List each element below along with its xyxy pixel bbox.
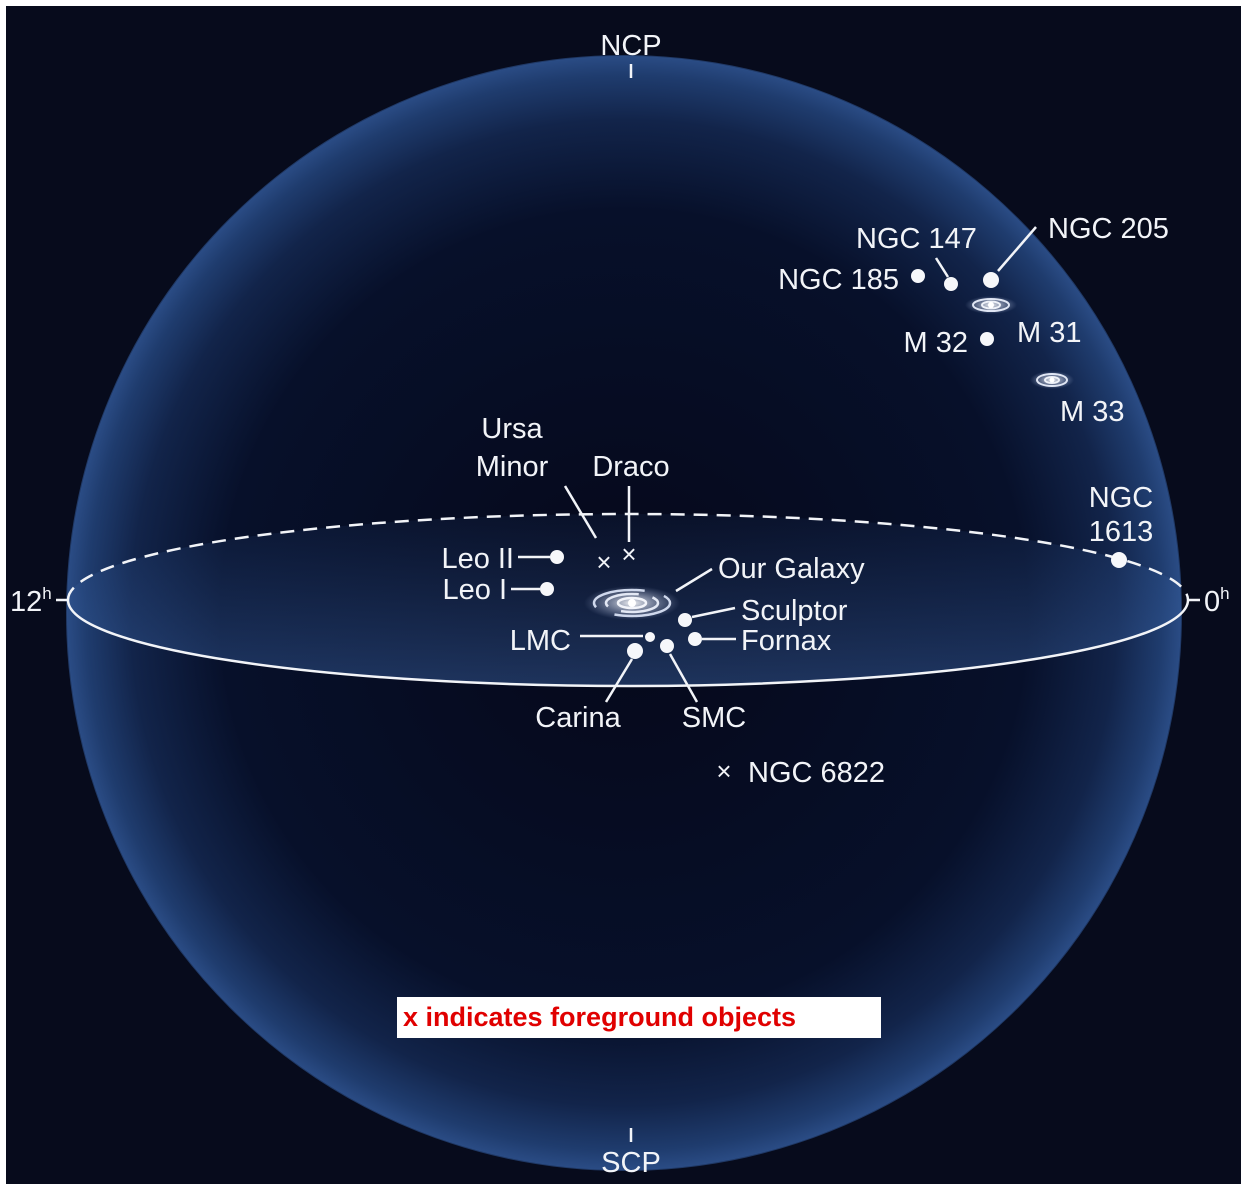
ngc-147-dot — [944, 277, 958, 291]
our-galaxy-leader — [675, 567, 713, 593]
ngc-205-dot — [983, 272, 999, 288]
leo-ii-dot — [550, 550, 564, 564]
ngc-1613-label-line2: 1613 — [1089, 516, 1154, 548]
m-33-spiral-icon — [1030, 371, 1074, 389]
carina-leader — [604, 658, 634, 703]
smc-label: SMC — [682, 702, 746, 734]
carina-label: Carina — [535, 702, 621, 734]
ngc-147-label: NGC 147 — [856, 223, 977, 255]
m-32-label: M 32 — [904, 327, 968, 359]
sculptor-dot — [678, 613, 692, 627]
ngc-6822-label: NGC 6822 — [748, 757, 885, 789]
ngc-185-dot — [911, 269, 925, 283]
0h-value: 0 — [1204, 586, 1220, 618]
smc-dot — [660, 639, 674, 653]
ngc-205-label: NGC 205 — [1048, 213, 1169, 245]
0h-label: 0h — [1204, 584, 1230, 618]
smc-leader — [668, 653, 699, 703]
ngc-205-leader — [997, 226, 1037, 272]
legend-background — [397, 997, 881, 1038]
ursa-minor-leader — [563, 485, 598, 539]
ursa-minor-marker: × — [596, 547, 611, 577]
lmc-dot — [645, 632, 655, 642]
ursa-minor-label-line2: Minor — [476, 451, 549, 483]
ngc-6822-marker: × — [716, 756, 731, 786]
0h-unit: h — [1220, 584, 1229, 603]
m-31-spiral-icon — [965, 296, 1017, 314]
12h-label: 12h — [10, 584, 52, 618]
ursa-minor-label-line1: Ursa — [481, 413, 543, 445]
sculptor-label: Sculptor — [741, 595, 848, 627]
scp-label: SCP — [601, 1147, 661, 1179]
leo-ii-label: Leo II — [441, 543, 514, 575]
leo-i-dot — [540, 582, 554, 596]
m-31-label: M 31 — [1017, 317, 1081, 349]
equator-front-solid — [66, 599, 1190, 688]
ngc-1613-label-line1: NGC — [1089, 482, 1153, 514]
sculptor-leader — [691, 606, 736, 619]
ngc-1613-dot — [1111, 552, 1127, 568]
our-galaxy-label: Our Galaxy — [718, 553, 865, 585]
m-33-label: M 33 — [1060, 396, 1124, 428]
ncp-label: NCP — [600, 30, 661, 62]
legend-box: x indicates foreground objects — [397, 997, 881, 1038]
ngc-147-leader — [934, 257, 950, 278]
draco-marker: × — [621, 539, 636, 569]
legend-text: x indicates foreground objects — [403, 1002, 796, 1032]
leo-i-label: Leo I — [443, 574, 508, 606]
lmc-label: LMC — [510, 625, 571, 657]
12h-unit: h — [42, 584, 51, 603]
our-galaxy-spiral-icon — [584, 586, 680, 620]
ngc-185-label: NGC 185 — [778, 264, 899, 296]
m-32-dot — [980, 332, 994, 346]
draco-label: Draco — [592, 451, 669, 483]
fornax-label: Fornax — [741, 625, 832, 657]
fornax-dot — [688, 632, 702, 646]
carina-dot — [627, 643, 643, 659]
12h-value: 12 — [10, 586, 42, 618]
